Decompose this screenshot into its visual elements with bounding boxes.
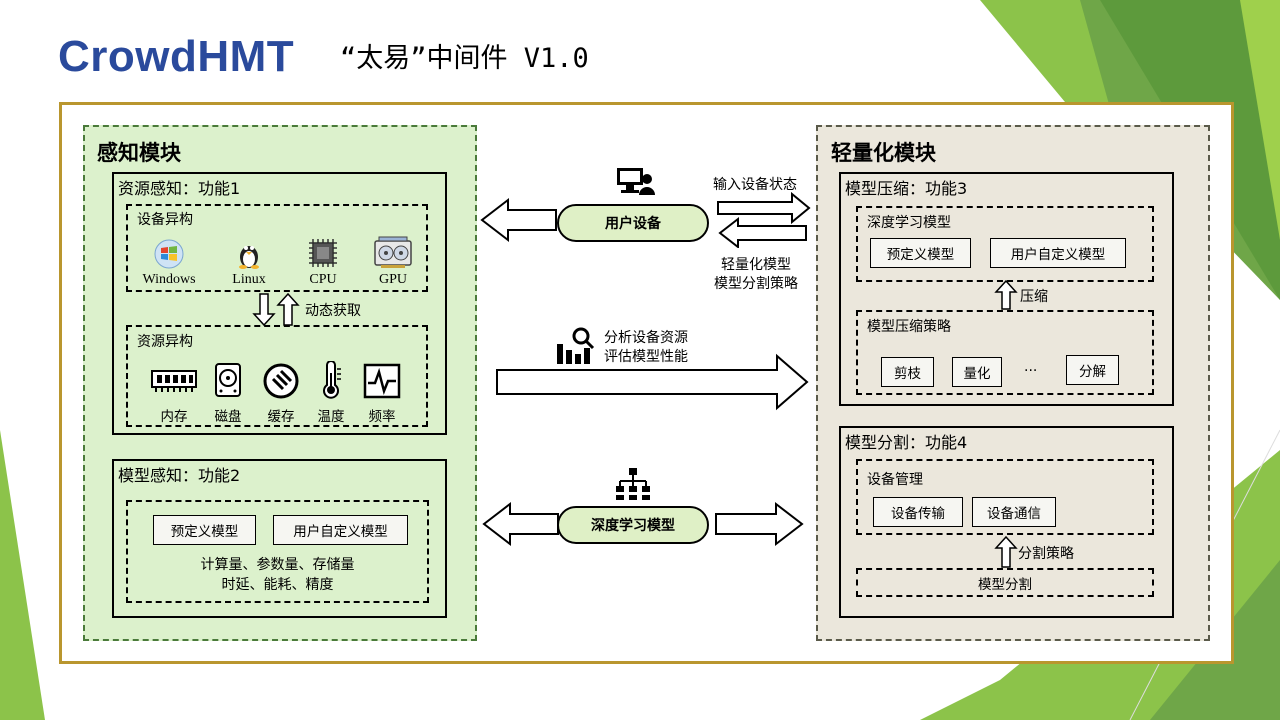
lw-predefined-model-button: 预定义模型: [870, 238, 971, 268]
input-state-label: 输入设备状态: [713, 177, 797, 193]
memory-label: 内存: [160, 409, 188, 425]
disk-label: 磁盘: [214, 409, 242, 425]
more-ellipsis: ···: [1024, 363, 1038, 379]
crowdhmt-logo: CrowdHMT: [58, 32, 295, 81]
split-strategy-label: 分割策略: [1018, 546, 1074, 562]
predefined-model-button: 预定义模型: [153, 515, 256, 545]
quantization-button: 量化: [952, 357, 1002, 387]
compression-strategy-title: 模型压缩策略: [867, 319, 951, 335]
arrow-to-perception-bottom: [482, 501, 559, 547]
cache-label: 缓存: [267, 409, 295, 425]
dynamic-acquire-label: 动态获取: [305, 303, 361, 319]
analyze-label-1: 分析设备资源: [604, 330, 688, 346]
up-arrow-icon: [276, 292, 300, 326]
device-management-group: [856, 459, 1154, 535]
memory-icon: [150, 364, 198, 398]
linux-icon: [234, 238, 264, 270]
windows-label: Windows: [142, 272, 196, 287]
dl-model-pill: 深度学习模型: [557, 506, 709, 544]
dynamic-acquire-arrows: [252, 292, 300, 327]
model-perception-title: 模型感知：功能2: [118, 466, 241, 485]
analyze-label-2: 评估模型性能: [604, 349, 688, 365]
arrow-to-perception-top: [480, 197, 557, 243]
arrow-to-lightweight-bottom: [715, 501, 804, 547]
gpu-icon: [372, 234, 414, 270]
gpu-label: GPU: [378, 272, 407, 287]
model-perception-inner: [126, 500, 429, 603]
compress-label: 压缩: [1020, 289, 1048, 305]
compression-strategy-group: [856, 310, 1154, 395]
device-management-title: 设备管理: [867, 472, 923, 488]
frequency-label: 频率: [368, 409, 396, 425]
model-perception-box: [112, 459, 447, 618]
perception-module-title: 感知模块: [97, 141, 181, 165]
custom-model-button: 用户自定义模型: [273, 515, 408, 545]
split-up-arrow-icon: [994, 536, 1018, 568]
metrics-line-1: 计算量、参数量、存储量: [200, 557, 355, 573]
cpu-label: CPU: [309, 272, 337, 287]
device-heterogeneity-title: 设备异构: [137, 212, 193, 228]
model-split-title: 模型分割：功能4: [845, 433, 968, 452]
resource-heterogeneity-box: [126, 325, 428, 427]
model-split-strategy-box: 模型分割: [856, 568, 1154, 597]
cpu-icon: [306, 236, 340, 270]
user-device-icon: [614, 166, 656, 196]
linux-label: Linux: [232, 272, 266, 287]
return-label-1: 轻量化模型: [721, 257, 791, 273]
device-heterogeneity-box: [126, 204, 428, 292]
bidirectional-arrows: [717, 192, 811, 248]
lw-custom-model-button: 用户自定义模型: [990, 238, 1126, 268]
hierarchy-icon: [614, 466, 652, 502]
windows-icon: [153, 238, 185, 270]
temperature-label: 温度: [317, 409, 345, 425]
arrow-to-lightweight: [496, 353, 809, 411]
lightweight-module-title: 轻量化模块: [831, 141, 936, 165]
return-label-2: 模型分割策略: [714, 276, 798, 292]
device-transfer-button: 设备传输: [873, 497, 963, 527]
frequency-icon: [362, 362, 402, 400]
decomposition-button: 分解: [1066, 355, 1119, 385]
resource-perception-box: [112, 172, 447, 435]
device-comm-button: 设备通信: [972, 497, 1056, 527]
user-device-pill: 用户设备: [557, 204, 709, 242]
resource-heterogeneity-title: 资源异构: [137, 334, 193, 350]
model-compression-box: [839, 172, 1174, 406]
model-split-box: [839, 426, 1174, 618]
left-arrow-icon: [718, 216, 807, 248]
page-title: “太易”中间件 V1.0: [340, 43, 589, 74]
facet-bottom-left: [0, 430, 45, 720]
disk-icon: [212, 360, 244, 400]
down-arrow-icon: [252, 293, 276, 327]
facet-right-edge: [1240, 0, 1280, 240]
model-compression-title: 模型压缩：功能3: [845, 179, 968, 198]
metrics-line-2: 时延、能耗、精度: [221, 577, 334, 593]
dl-model-group-title: 深度学习模型: [867, 215, 951, 231]
cache-icon: [262, 362, 300, 400]
temperature-icon: [316, 360, 346, 400]
pruning-button: 剪枝: [881, 357, 934, 387]
compress-up-arrow-icon: [994, 280, 1018, 310]
resource-perception-title: 资源感知：功能1: [118, 179, 241, 198]
analysis-chart-icon: [555, 326, 597, 366]
right-arrow-icon: [717, 192, 811, 225]
